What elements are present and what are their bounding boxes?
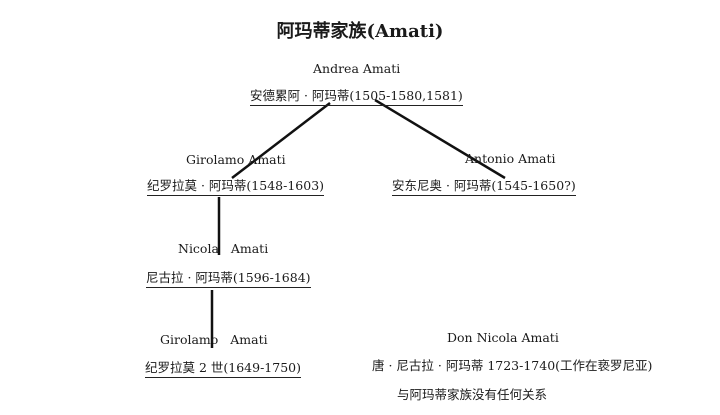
- girolamo2-chinese-name: 纪罗拉莫 2 世(1649-1750): [145, 360, 301, 378]
- diagram-title: 阿玛蒂家族(Amati): [276, 21, 444, 42]
- andrea-chinese-name: 安德累阿 · 阿玛蒂(1505-1580,1581): [250, 88, 463, 106]
- antonio-chinese-name: 安东尼奥 · 阿玛蒂(1545-1650?): [392, 178, 576, 196]
- nicola-latin-name: Nicola Amati: [178, 241, 269, 256]
- girolamo2-latin-name: Girolamo Amati: [160, 332, 268, 347]
- girolamo-latin-name: Girolamo Amati: [186, 152, 286, 167]
- connector-andrea-girolamo: [231, 102, 331, 179]
- girolamo-chinese-name: 纪罗拉莫 · 阿玛蒂(1548-1603): [147, 178, 325, 196]
- unrelated-note: 与阿玛蒂家族没有任何关系: [397, 387, 548, 402]
- connector-andrea-antonio: [374, 98, 506, 180]
- don-nicola-chinese-name: 唐 · 尼古拉 · 阿玛蒂 1723-1740(工作在亵罗尼亚): [372, 358, 653, 373]
- nicola-chinese-name: 尼古拉 · 阿玛蒂(1596-1684): [146, 270, 311, 288]
- antonio-latin-name: Antonio Amati: [465, 151, 556, 166]
- andrea-latin-name: Andrea Amati: [313, 61, 401, 76]
- don-nicola-latin-name: Don Nicola Amati: [447, 330, 559, 345]
